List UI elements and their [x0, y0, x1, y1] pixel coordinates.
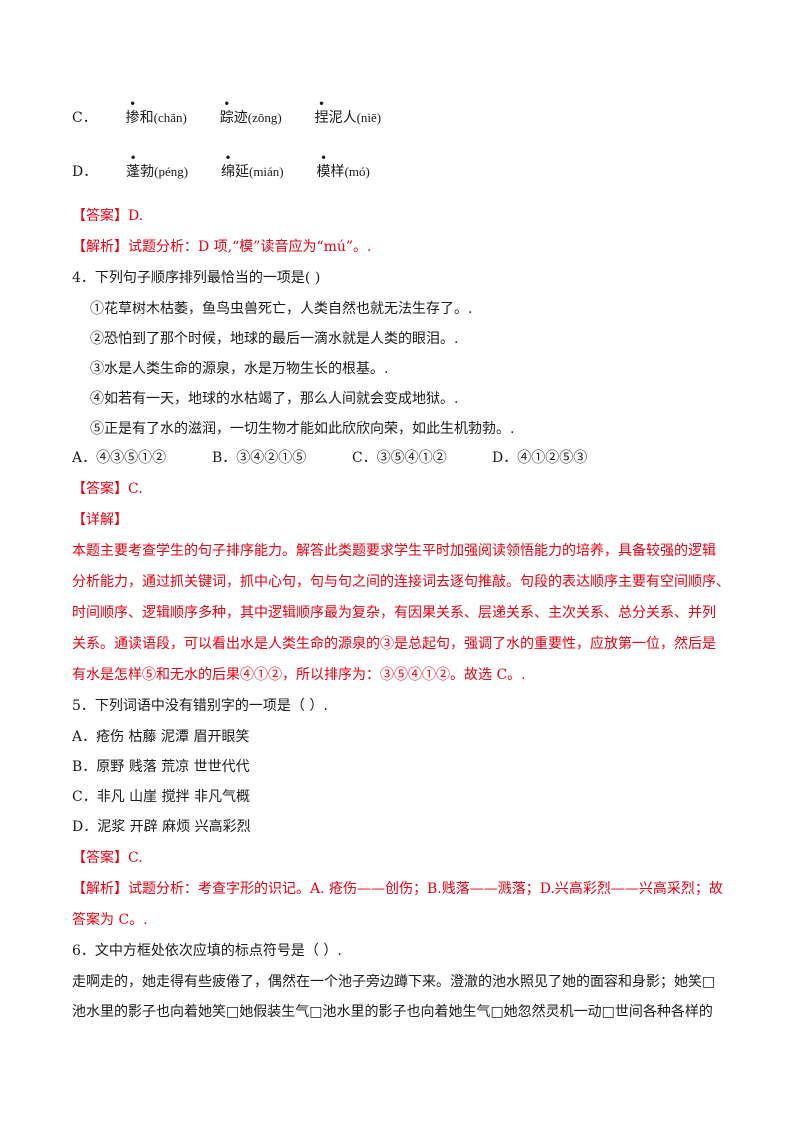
q4-sentence-1: ①花草树木枯萎，鱼鸟虫兽死亡，人类自然也就无法生存了。. — [90, 301, 473, 317]
analysis-tag: 【解析】 — [72, 881, 128, 897]
answer-text: C. — [128, 481, 143, 497]
q4-sentence-5: ⑤正是有了水的滋润，一切生物才能如此欣欣向荣，如此生机勃勃。. — [90, 421, 515, 437]
pinyin: (mián) — [248, 164, 284, 179]
analysis-text: 试题分析：D 项,“模”读音应为“mú”。. — [128, 239, 372, 255]
word-rest: 延 — [234, 164, 249, 180]
word-rest: 样 — [330, 164, 345, 180]
q5-answer: 【答案】C. — [72, 848, 728, 868]
pinyin: (péng) — [154, 164, 189, 179]
q4-detail-line-2: 分析能力，通过抓关键词，抓中心句，句与句之间的连接词去逐句推敲。句段的表达顺序主… — [72, 574, 730, 590]
word-rest: 泥人 — [328, 110, 357, 126]
answer-tag: 【答案】 — [72, 481, 128, 497]
word-rest: 勃 — [140, 164, 155, 180]
answer-tag: 【答案】 — [72, 208, 128, 224]
q4-sentence-2: ②恐怕到了那个时候，地球的最后一滴水就是人类的眼泪。. — [90, 331, 459, 347]
q4-option-c: C．③⑤④①② — [352, 450, 447, 466]
word-rest: 迹 — [233, 110, 248, 126]
q3-option-c: C． •掺和(chān) •踪迹(zōng) •捏泥人(niē) — [72, 97, 382, 126]
pinyin: (niē) — [356, 110, 382, 125]
emphasis-char: 踪 — [219, 110, 234, 126]
q4-answer: 【答案】C. — [72, 479, 728, 499]
q4-detail-tag: 【详解】 — [72, 512, 128, 528]
emphasis-char: 绵 — [220, 164, 235, 180]
pinyin: (chān) — [153, 110, 187, 125]
option-label: C． — [72, 110, 97, 126]
emphasis-char: 蓬 — [126, 164, 141, 180]
q3-analysis: 【解析】试题分析：D 项,“模”读音应为“mú”。. — [72, 237, 728, 257]
q5-option-d: D．泥浆 开辟 麻烦 兴高彩烈 — [72, 819, 251, 835]
answer-text: D. — [128, 208, 144, 224]
analysis-text: 试题分析：考查字形的识记。A. 疮伤——创伤；B.贱落——溅落；D.兴高彩烈——… — [128, 881, 723, 897]
q4-detail-line-3: 时间顺序、逻辑顺序多种，其中逻辑顺序最为复杂，有因果关系、层递关系、主次关系、总… — [72, 605, 716, 621]
option-label: D． — [72, 164, 98, 180]
q4-stem: 4．下列句子顺序排列最恰当的一项是( ) — [72, 270, 321, 286]
q3-answer: 【答案】D. — [72, 206, 728, 226]
q4-options: A．④③⑤①② B．③④②①⑤ C．③⑤④①② D．④①②⑤③ — [72, 448, 728, 468]
q5-analysis-line-2: 答案为 C。. — [72, 912, 148, 928]
pinyin: (zōng) — [247, 110, 282, 125]
q4-option-d: D．④①②⑤③ — [492, 450, 588, 466]
analysis-tag: 【解析】 — [72, 239, 128, 255]
q4-detail-line-4: 关系。通读语段，可以看出水是人类生命的源泉的③是总起句，强调了水的重要性，应放第… — [72, 636, 716, 652]
q6-passage-line-2: 池水里的影子也向着她笑□她假装生气□池水里的影子也向着她生气□她忽然灵机一动□世… — [72, 1004, 713, 1020]
q4-sentence-3: ③水是人类生命的源泉，水是万物生长的根基。. — [90, 361, 389, 377]
emphasis-char: 捏 — [314, 110, 329, 126]
q6-passage-line-1: 走啊走的，她走得有些疲倦了，偶然在一个池子旁边蹲下来。澄澈的池水照见了她的面容和… — [72, 974, 716, 990]
answer-text: C. — [128, 850, 143, 866]
q4-detail-line-1: 本题主要考查学生的句子排序能力。解答此类题要求学生平时加强阅读领悟能力的培养，具… — [72, 543, 716, 559]
q6-stem: 6．文中方框处依次应填的标点符号是（ ）. — [72, 943, 342, 959]
q4-sentence-4: ④如若有一天，地球的水枯竭了，那么人间就会变成地狱。. — [90, 391, 459, 407]
q5-analysis-line-1: 【解析】试题分析：考查字形的识记。A. 疮伤——创伤；B.贱落——溅落；D.兴高… — [72, 879, 728, 899]
q3-option-d: D． •蓬勃(péng) •绵延(mián) •模样(mó) — [72, 151, 370, 180]
answer-tag: 【答案】 — [72, 850, 128, 866]
emphasis-char: 模 — [316, 164, 331, 180]
q5-stem: 5．下列词语中没有错别字的一项是（ ）. — [72, 698, 328, 714]
word-rest: 和 — [139, 110, 154, 126]
q4-detail-line-5: 有水是怎样⑤和无水的后果④①②，所以排序为：③⑤④①②。故选 C。. — [72, 667, 526, 683]
q5-option-b: B．原野 贱落 荒凉 世世代代 — [72, 759, 250, 775]
emphasis-char: 掺 — [125, 110, 140, 126]
q4-option-b: B．③④②①⑤ — [212, 450, 307, 466]
q4-option-a: A．④③⑤①② — [72, 450, 167, 466]
q5-option-c: C．非凡 山崖 搅拌 非凡气概 — [72, 789, 251, 805]
pinyin: (mó) — [344, 164, 370, 179]
q5-option-a: A．疮伤 枯藤 泥潭 眉开眼笑 — [72, 729, 250, 745]
